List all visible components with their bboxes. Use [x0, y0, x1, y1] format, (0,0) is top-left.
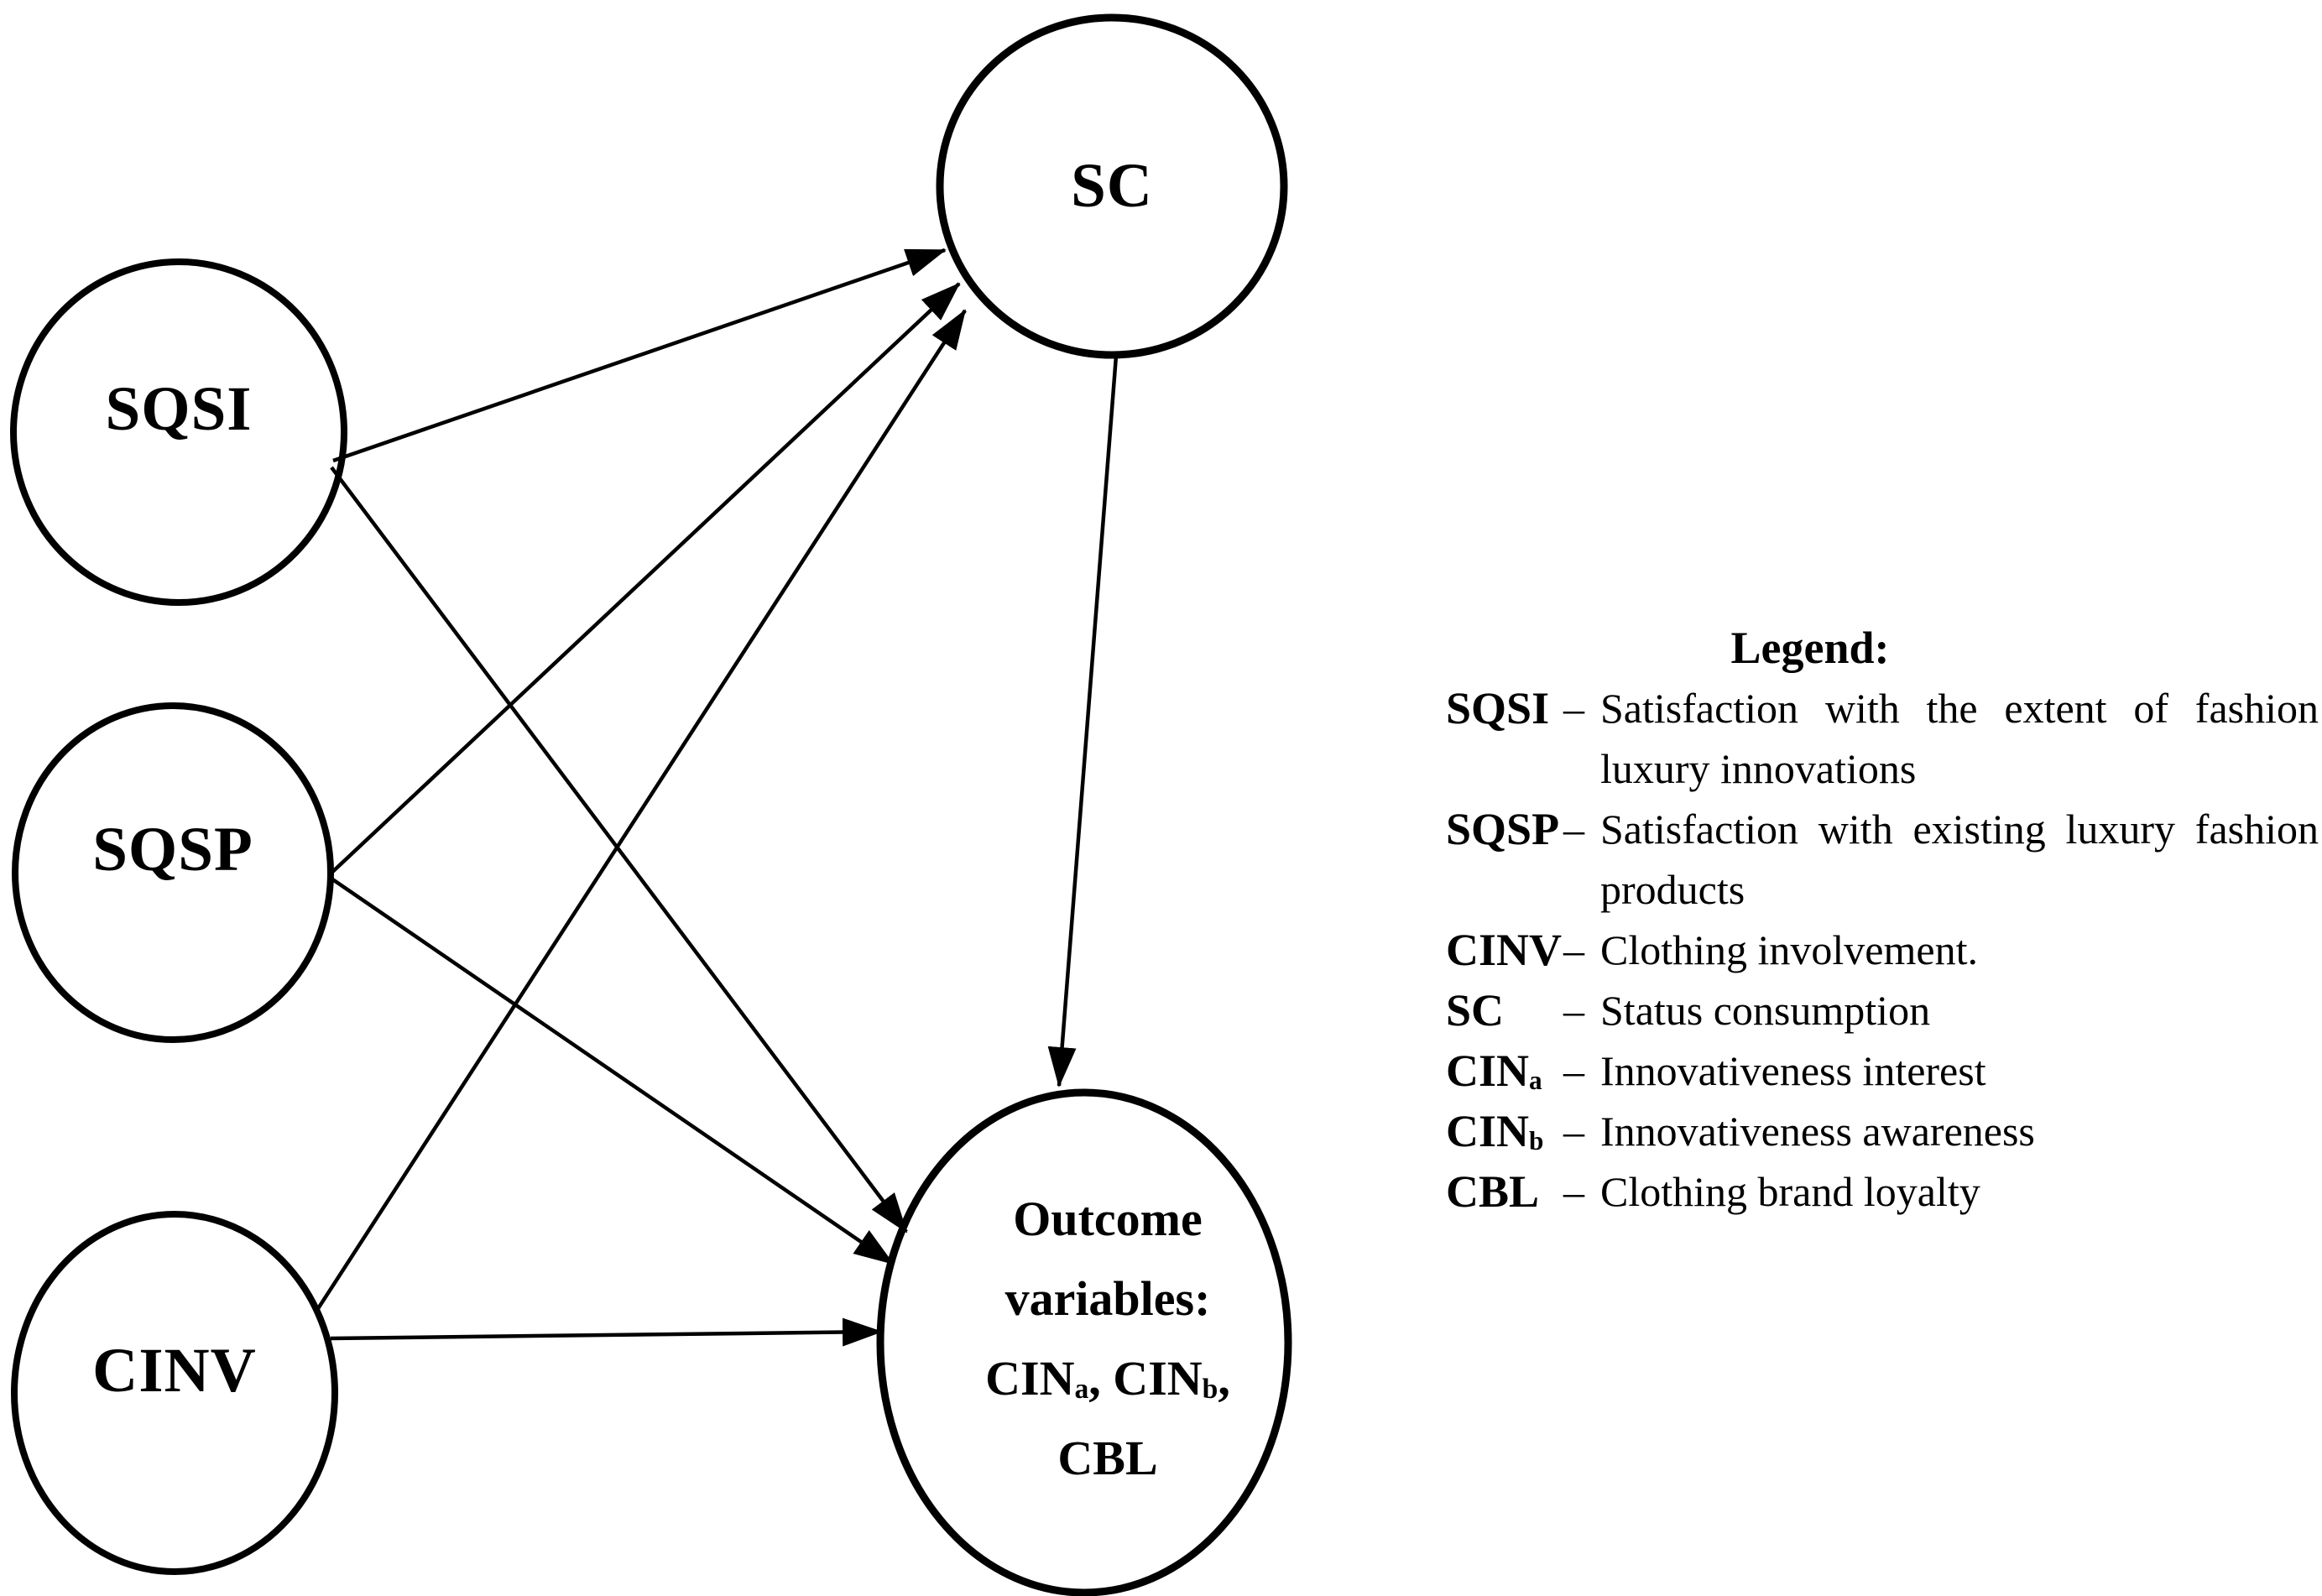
legend-term: CINV [1446, 920, 1563, 980]
legend-desc-line: luxury innovations [1600, 745, 1917, 792]
legend-term-text: SC [1446, 985, 1505, 1035]
legend-desc: Innovativeness interest [1600, 1041, 2319, 1101]
node-cinv-label: CINV [92, 1336, 257, 1406]
node-cinv-circle [11, 1211, 338, 1575]
legend-dash: – [1563, 685, 1584, 732]
legend-dash: – [1563, 1108, 1584, 1155]
legend-desc: Status consumption [1600, 980, 2319, 1041]
edge-sqsi-to-sc [332, 248, 947, 463]
legend-term: SQSP [1446, 799, 1563, 859]
legend: Legend: SQSI – Satisfaction with the ext… [1446, 618, 2319, 1222]
legend-row-cinv: CINV – Clothing involvement. [1446, 920, 2319, 980]
legend-desc-line: Satisfaction with the extent of fashion [1600, 685, 2319, 732]
outcome-cin-a: CIN [985, 1351, 1075, 1406]
legend-row-cina: CINa – Innovativeness interest [1446, 1041, 2319, 1101]
legend-term: SQSI [1446, 678, 1563, 738]
outcome-cin-b: , CIN [1088, 1351, 1203, 1406]
outcome-line3-comma: , [1218, 1351, 1230, 1406]
legend-term: CINb [1446, 1101, 1563, 1161]
legend-dash: – [1563, 806, 1584, 853]
legend-desc: Satisfaction with the extent of fashion … [1600, 678, 2319, 799]
node-sqsi-circle [10, 258, 347, 606]
legend-desc-line: Satisfaction with existing luxury fashio… [1600, 806, 2319, 853]
legend-desc-line: products [1600, 866, 1745, 913]
outcome-line-2: variables: [1004, 1271, 1211, 1326]
legend-desc-line: Clothing brand loyalty [1600, 1168, 1980, 1215]
legend-row-sc: SC – Status consumption [1446, 980, 2319, 1041]
legend-desc-line: Innovativeness interest [1600, 1047, 1986, 1094]
legend-desc-line: Clothing involvement. [1600, 926, 1978, 973]
legend-term: CINa [1446, 1041, 1563, 1101]
legend-term-text: SQSI [1446, 683, 1550, 733]
legend-row-sqsi: SQSI – Satisfaction with the extent of f… [1446, 678, 2319, 799]
legend-term: CBL [1446, 1161, 1563, 1222]
outcome-line-4: CBL [1057, 1431, 1158, 1485]
legend-desc: Satisfaction with existing luxury fashio… [1600, 799, 2319, 920]
legend-title: Legend: [1730, 623, 1890, 673]
node-sc-label: SC [1071, 151, 1153, 221]
outcome-line-3: CINa, CINb, [985, 1338, 1230, 1418]
edge-sqsi-to-outcome [330, 466, 908, 1234]
legend-dash: – [1563, 1047, 1584, 1094]
legend-dash: – [1563, 987, 1584, 1034]
legend-term-subscript: a [1529, 1065, 1542, 1095]
legend-desc: Innovativeness awareness [1600, 1101, 2319, 1161]
legend-term-text: CBL [1446, 1166, 1540, 1217]
legend-term-text: CIN [1446, 1046, 1530, 1096]
legend-desc: Clothing involvement. [1600, 920, 2319, 980]
outcome-line-1: Outcome [1013, 1192, 1203, 1246]
legend-dash: – [1563, 926, 1584, 973]
edge-cinv-to-outcome [330, 1317, 883, 1347]
node-sqsp-label: SQSP [92, 815, 253, 884]
legend-row-cbl: CBL – Clothing brand loyalty [1446, 1161, 2319, 1222]
legend-term: SC [1446, 980, 1563, 1041]
legend-term-subscript: b [1529, 1125, 1544, 1155]
legend-term-text: CIN [1446, 1106, 1530, 1156]
legend-desc-line: Status consumption [1600, 987, 1931, 1034]
edge-sqsp-to-outcome [327, 875, 895, 1265]
node-sc-circle [936, 13, 1288, 359]
legend-dash: – [1563, 1168, 1584, 1215]
legend-term-text: SQSP [1446, 804, 1560, 854]
legend-row-cinb: CINb – Innovativeness awareness [1446, 1101, 2319, 1161]
legend-row-sqsp: SQSP – Satisfaction with existing luxury… [1446, 799, 2319, 920]
edge-cinv-to-sc [316, 309, 967, 1312]
edge-sc-to-outcome [1047, 355, 1119, 1087]
outcome-cin-a-subscript: a [1074, 1374, 1089, 1406]
legend-term-text: CINV [1446, 925, 1563, 975]
legend-desc: Clothing brand loyalty [1600, 1161, 2319, 1222]
node-sqsi-label: SQSI [105, 374, 253, 444]
outcome-cin-b-subscript: b [1202, 1374, 1218, 1406]
legend-desc-line: Innovativeness awareness [1600, 1108, 2035, 1155]
edge-sqsp-to-sc [327, 282, 961, 877]
node-outcome-label: Outcome variables: CINa, CINb, CBL [985, 1179, 1230, 1498]
